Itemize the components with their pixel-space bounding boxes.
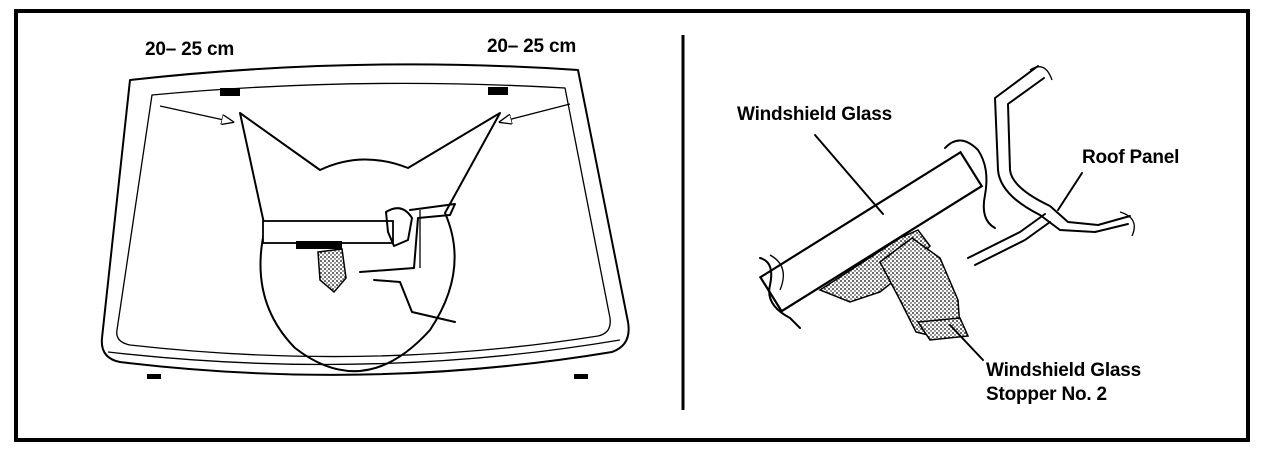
diagram-frame bbox=[14, 9, 1250, 442]
label-stopper-line2: Stopper No. 2 bbox=[986, 384, 1107, 405]
label-windshield-glass: Windshield Glass bbox=[737, 104, 892, 125]
windshield-front-view bbox=[100, 63, 630, 379]
label-stopper-line1: Windshield Glass bbox=[986, 360, 1141, 381]
dimension-label-left: 20– 25 cm bbox=[145, 39, 235, 60]
label-roof-panel: Roof Panel bbox=[1082, 147, 1180, 168]
dimension-label-right: 20– 25 cm bbox=[487, 36, 577, 57]
windshield-cross-section bbox=[758, 65, 1135, 361]
